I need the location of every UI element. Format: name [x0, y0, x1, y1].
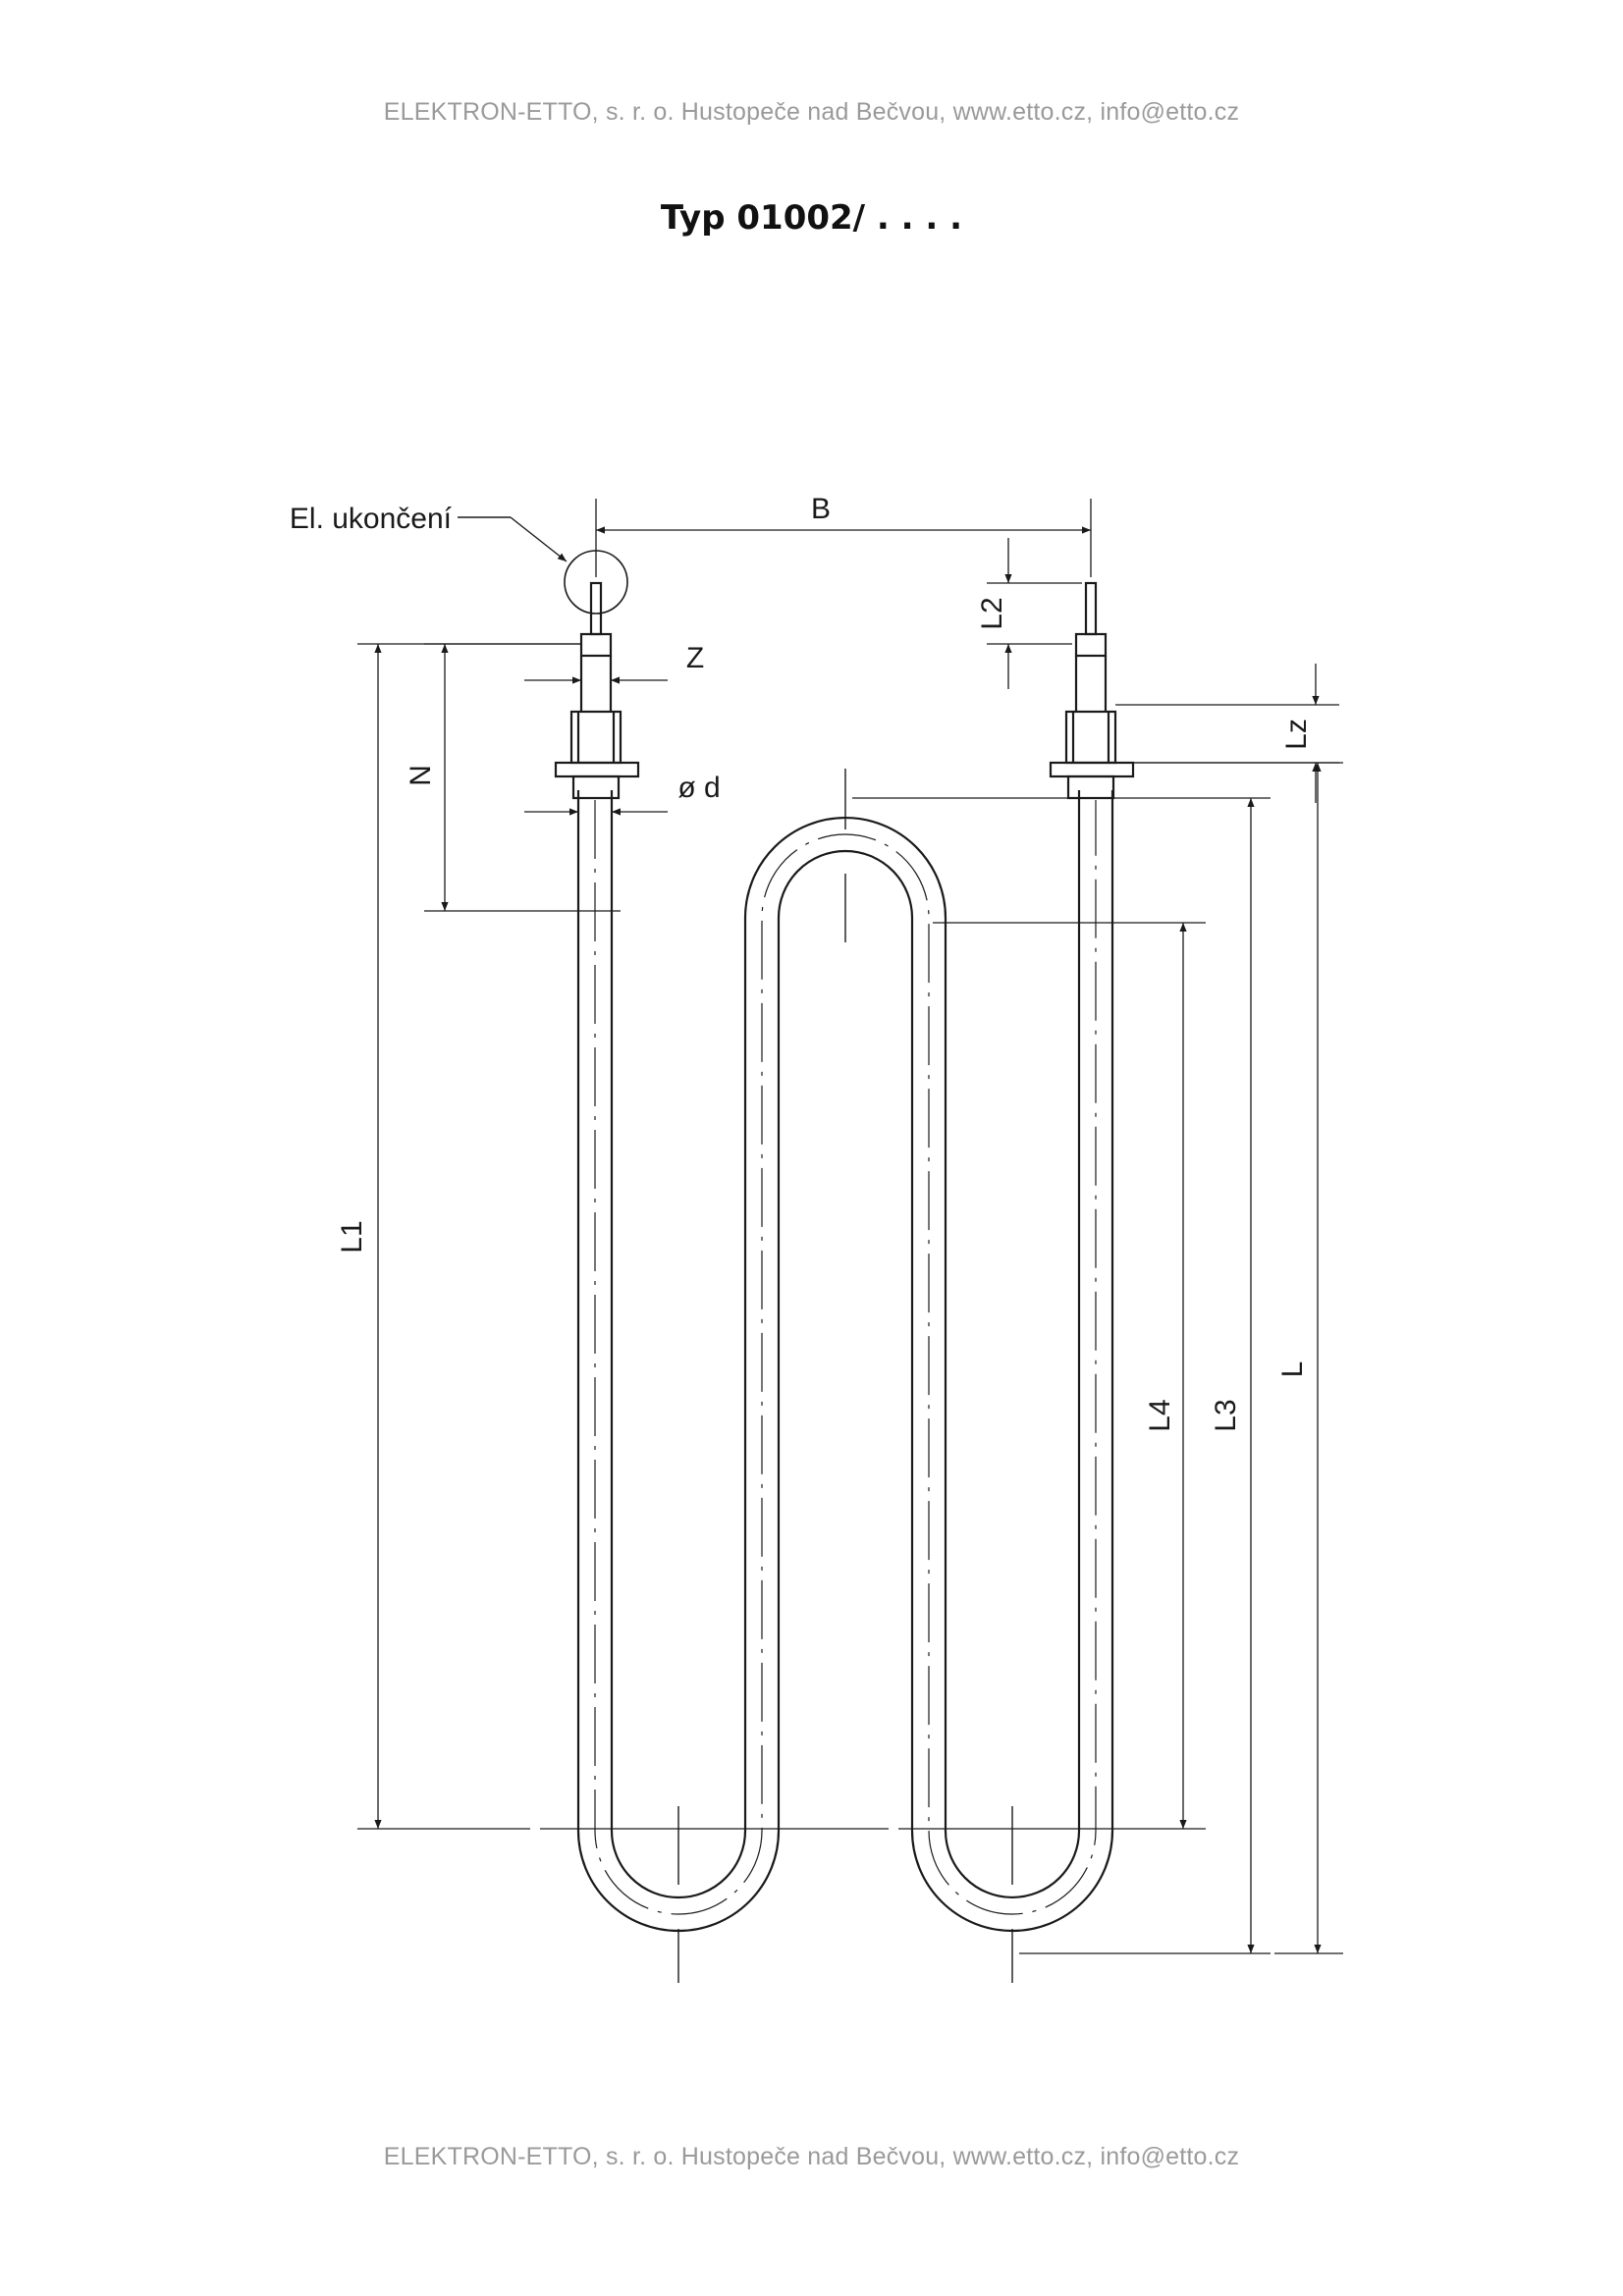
dimension-d-label: ø d — [677, 772, 720, 804]
tube-outer-wall — [576, 790, 1114, 1933]
dimension-l — [1133, 762, 1343, 1954]
dimension-b-label: B — [811, 493, 831, 525]
dimension-l4-label: L4 — [1144, 1399, 1176, 1431]
page-footer: ELEKTRON-ETTO, s. r. o. Hustopeče nad Be… — [383, 2143, 1240, 2170]
dimension-l4 — [805, 922, 1206, 1830]
dimension-l2 — [987, 538, 1082, 689]
callout-leader — [458, 516, 568, 562]
page-header: ELEKTRON-ETTO, s. r. o. Hustopeče nad Be… — [383, 98, 1240, 126]
callout-label: El. ukončení — [290, 503, 453, 535]
dimension-n-label: N — [405, 765, 437, 786]
dimension-z-label: Z — [686, 642, 704, 674]
dimension-l-label: L — [1276, 1362, 1309, 1378]
bend-center-marks — [677, 769, 1013, 1983]
dimension-l1 — [357, 643, 805, 1830]
dimension-b — [595, 499, 1092, 577]
dimension-l3 — [852, 797, 1271, 1954]
dimension-lz-label: Lz — [1280, 719, 1313, 750]
dimension-z — [524, 656, 668, 692]
page-title: Typ 01002/ . . . . — [660, 198, 963, 238]
tube-centerline — [594, 800, 1097, 1915]
left-terminal — [554, 581, 640, 800]
dimension-l1-label: L1 — [336, 1220, 368, 1253]
right-terminal — [1049, 581, 1135, 800]
dimension-l2-label: L2 — [976, 597, 1008, 629]
dimension-l3-label: L3 — [1210, 1399, 1242, 1431]
